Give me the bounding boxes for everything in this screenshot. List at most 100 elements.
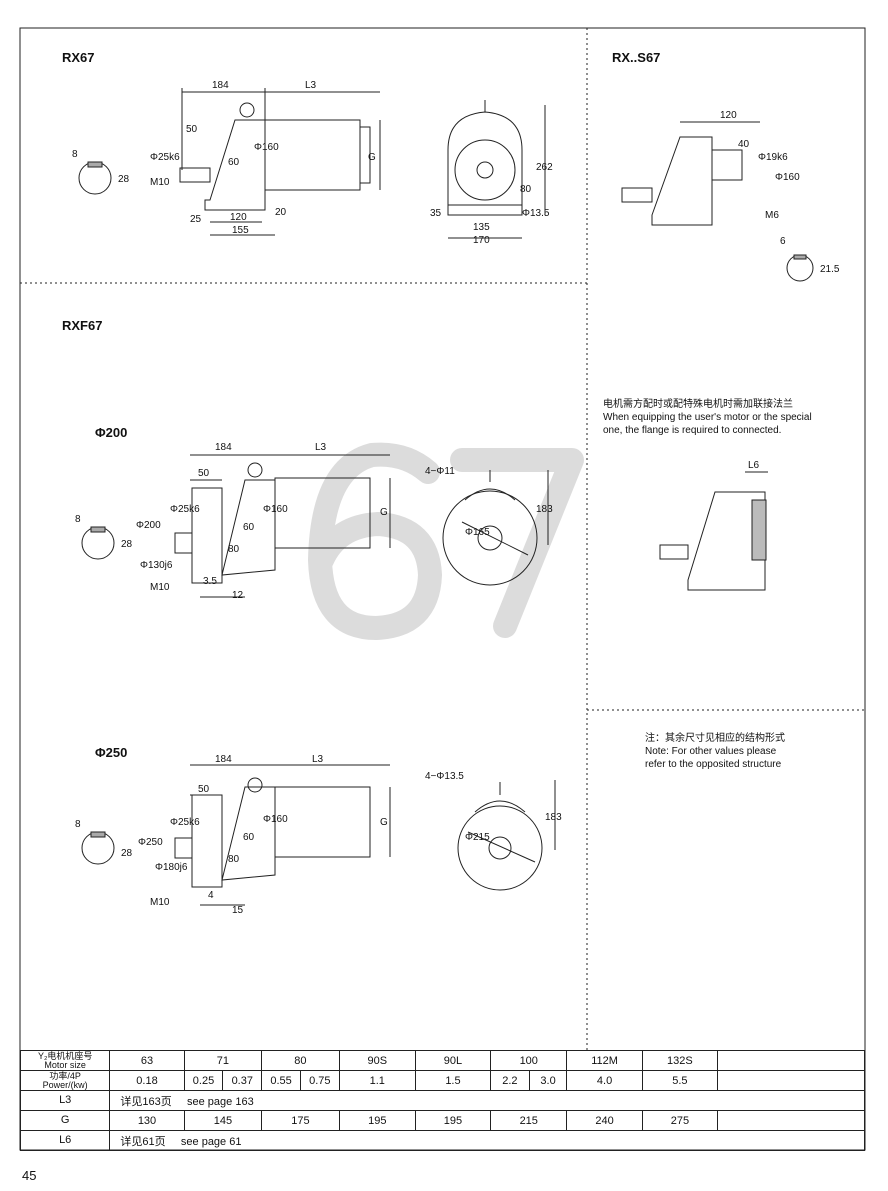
dim: 184 (212, 80, 229, 91)
dim: 120 (720, 110, 737, 121)
dim: 60 (228, 157, 240, 168)
dim: G (380, 507, 388, 518)
cell: 0.18 (109, 1070, 185, 1091)
dim: 4−Φ11 (425, 466, 455, 477)
dim: 135 (473, 222, 490, 233)
dim: 155 (232, 225, 249, 236)
dim: 60 (243, 522, 255, 533)
cell: 5.5 (641, 1070, 719, 1091)
dim: Φ215 (465, 832, 490, 843)
cell: 71 (183, 1050, 263, 1071)
rxf67-f250-side-view (81, 764, 391, 906)
title-rxf67: RXF67 (62, 318, 102, 333)
dim: M10 (150, 582, 170, 593)
rxf67-f200-end-view (442, 470, 549, 586)
rxf67-f250-dims: 184 L3 50 Φ25k6 Φ250 Φ180j6 60 Φ160 G 80… (75, 754, 562, 916)
cell: 145 (183, 1110, 263, 1131)
dim: 12 (232, 590, 244, 601)
other-note-en-1: Note: For other values please (645, 746, 777, 757)
dim: 184 (215, 754, 232, 765)
cell: 80 (261, 1050, 340, 1071)
dim: 120 (230, 212, 247, 223)
cell: 0.55 (261, 1070, 301, 1091)
cell: 90L (414, 1050, 492, 1071)
rxs67-dims: 120 40 Φ19k6 Φ160 M6 6 21.5 (720, 110, 840, 275)
dim: M10 (150, 897, 170, 908)
dim: M6 (765, 210, 779, 221)
other-note-zh: 注：其余尺寸见相应的结构形式 (645, 733, 785, 744)
rx67-side-view (78, 88, 381, 236)
dim: M10 (150, 177, 170, 188)
cell: 0.37 (222, 1070, 263, 1091)
flange-note-zh: 电机需方配时或配特殊电机时需加联接法兰 (603, 399, 793, 410)
dim: 20 (275, 207, 287, 218)
cell: 215 (490, 1110, 568, 1131)
title-f250: Φ250 (95, 745, 127, 760)
cell: 1.1 (338, 1070, 416, 1091)
dim: 183 (536, 504, 553, 515)
other-note-en-2: refer to the opposited structure (645, 759, 782, 770)
table-row-l6: L6 详见61页 see page 61 (19, 1130, 865, 1151)
cell: 63 (109, 1050, 185, 1071)
dim: Φ250 (138, 837, 163, 848)
dim: 15 (232, 905, 244, 916)
cell: 1.5 (414, 1070, 492, 1091)
dim: L3 (315, 442, 327, 453)
cell: 0.25 (183, 1070, 224, 1091)
dim: 40 (738, 139, 750, 150)
dim: Φ19k6 (758, 152, 788, 163)
dim: 3.5 (203, 576, 217, 587)
flange-note-en-2: one, the flange is required to connected… (603, 425, 782, 436)
dim: 28 (121, 848, 133, 859)
dim: Φ25k6 (170, 817, 200, 828)
cell: 2.2 (490, 1070, 530, 1091)
cell: 275 (641, 1110, 719, 1131)
title-rxs67: RX..S67 (612, 50, 660, 65)
dim: Φ13.5 (522, 208, 550, 219)
rxf67-f200-side-view (81, 454, 391, 598)
dim: 21.5 (820, 264, 840, 275)
dim: 4 (208, 890, 214, 901)
dim: Φ165 (465, 527, 490, 538)
cell: 0.75 (299, 1070, 340, 1091)
rxs67-side-view (621, 121, 814, 282)
dim: Φ25k6 (170, 504, 200, 515)
dim: Φ160 (775, 172, 800, 183)
dim: Φ160 (254, 142, 279, 153)
title-rx67: RX67 (62, 50, 95, 65)
cell-empty (717, 1050, 865, 1071)
l3-label: L3 (19, 1090, 111, 1111)
flange-note-en-1: When equipping the user's motor or the s… (603, 412, 812, 423)
cell: 3.0 (528, 1070, 568, 1091)
dim: 8 (75, 819, 81, 830)
dim: Φ180j6 (155, 862, 188, 873)
dim: G (380, 817, 388, 828)
dim: 50 (198, 468, 210, 479)
cell: 112M (566, 1050, 643, 1071)
dim: 28 (118, 174, 130, 185)
watermark (308, 442, 584, 640)
dim: 170 (473, 235, 490, 246)
cell: 132S (641, 1050, 719, 1071)
dim: L3 (305, 80, 317, 91)
rx67-end-view (447, 100, 546, 239)
cell: 4.0 (566, 1070, 643, 1091)
l3-value: 详见163页 see page 163 (109, 1090, 865, 1111)
dim: 60 (243, 832, 255, 843)
dim: 35 (430, 208, 442, 219)
l6-value: 详见61页 see page 61 (109, 1130, 865, 1151)
cell: 90S (338, 1050, 416, 1071)
cell: 175 (261, 1110, 340, 1131)
dim: 25 (190, 214, 202, 225)
cell: 195 (414, 1110, 492, 1131)
dim: Φ160 (263, 814, 288, 825)
table-row-l3: L3 详见163页 see page 163 (19, 1090, 865, 1111)
dim: 80 (520, 184, 532, 195)
cell-empty (717, 1110, 865, 1131)
rxf67-f200-dims: 184 L3 50 Φ25k6 Φ200 Φ130j6 60 Φ160 G 80… (75, 442, 553, 601)
